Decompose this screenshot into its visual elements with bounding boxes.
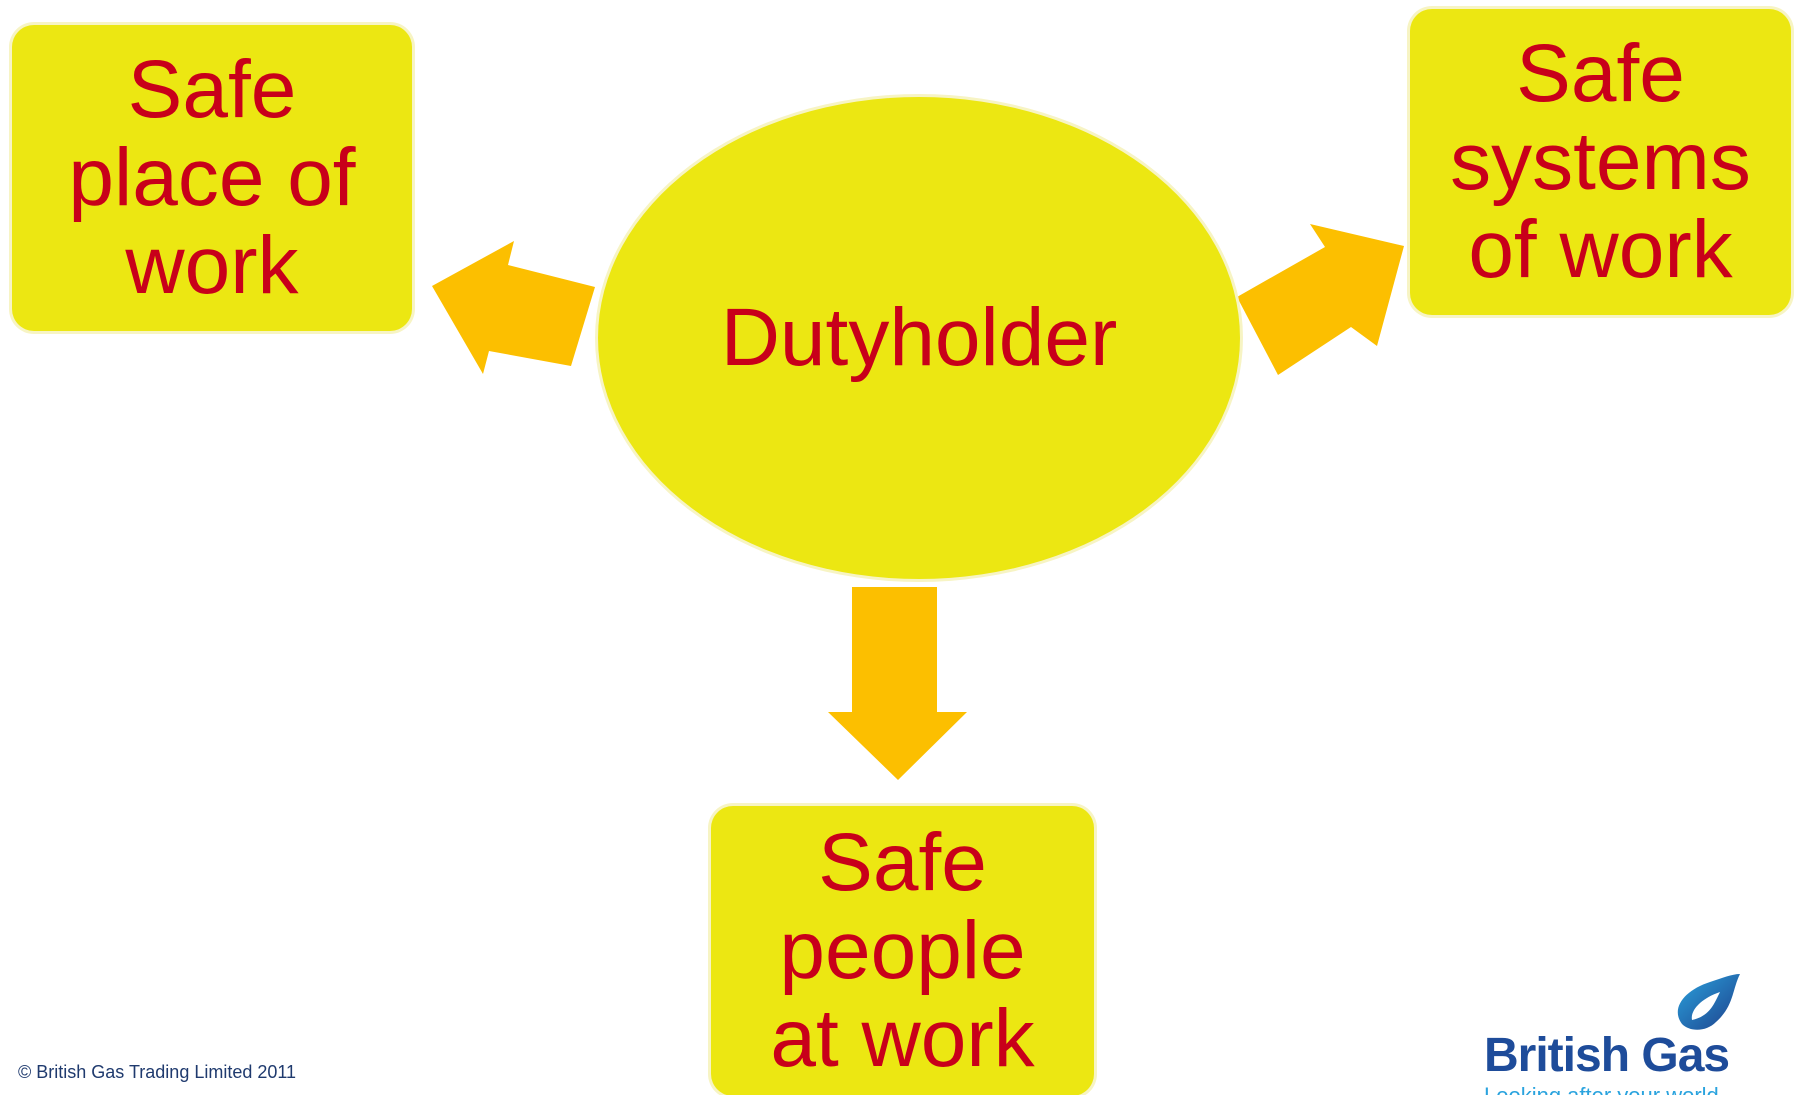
arrow-to-people-at-work xyxy=(828,587,967,780)
logo-tagline: Looking after your world xyxy=(1484,1083,1719,1095)
british-gas-logo: British Gas Looking after your world xyxy=(1470,968,1770,1095)
node-label: Safe place of work xyxy=(68,44,356,311)
node-label: Dutyholder xyxy=(720,292,1118,383)
arrow-to-place-of-work xyxy=(432,241,595,374)
node-safe-place-of-work: Safe place of work xyxy=(12,25,412,331)
node-label: Safe people at work xyxy=(770,817,1035,1084)
node-safe-people-at-work: Safe people at work xyxy=(711,806,1094,1095)
copyright-text: © British Gas Trading Limited 2011 xyxy=(18,1062,297,1082)
node-safe-systems-of-work: Safe systems of work xyxy=(1410,9,1791,315)
logo-brand-name: British Gas xyxy=(1484,1029,1730,1082)
node-label: Safe systems of work xyxy=(1450,28,1751,295)
arrow-to-systems-of-work xyxy=(1237,224,1404,375)
node-dutyholder: Dutyholder xyxy=(598,97,1240,579)
flame-icon xyxy=(1677,974,1740,1030)
